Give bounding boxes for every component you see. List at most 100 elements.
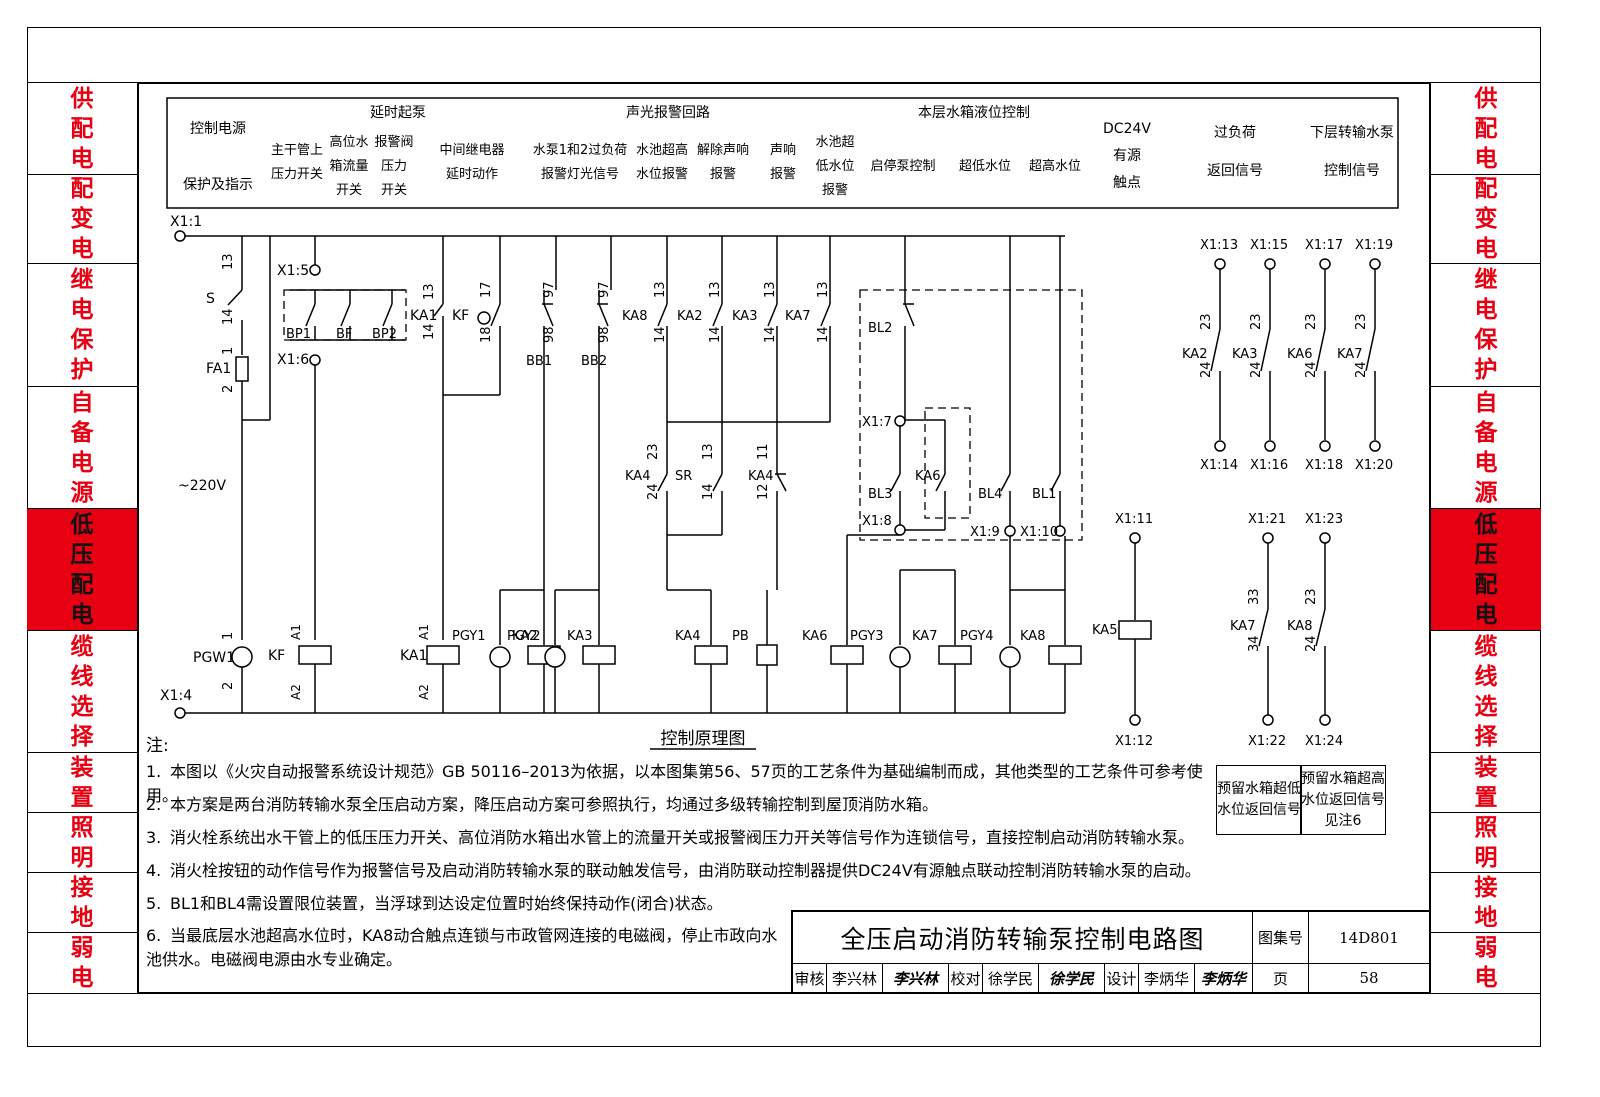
pgy2-label: PGY2: [507, 629, 540, 644]
left-tab-9[interactable]: 接地: [27, 872, 138, 932]
note-3: 3.消火栓系统出水干管上的低压压力开关、高位消防水箱出水管上的流量开关或报警阀压…: [146, 828, 1195, 847]
left-tab-2[interactable]: 配变电: [27, 174, 138, 263]
contact-kf-delay: [490, 303, 501, 327]
notes-title: 注:: [146, 736, 169, 756]
x1_4-label: X1:4: [160, 688, 192, 704]
terminal-x1-5: [309, 264, 321, 276]
switch-bf: [340, 303, 351, 327]
bp2-label: BP2: [372, 327, 397, 342]
right-tab-1[interactable]: 供配电: [1430, 82, 1541, 174]
checker-signature: 徐学民: [1039, 964, 1105, 992]
x1_15-label: X1:15: [1250, 238, 1288, 253]
left-tab-8[interactable]: 照明: [27, 812, 138, 872]
terminal-x1-8: [894, 524, 906, 536]
ka4-label: KA4: [748, 469, 773, 484]
ka4-label: KA4: [625, 469, 650, 484]
bp1-label: BP1: [286, 327, 311, 342]
contact-ka8: [657, 303, 668, 327]
lamp-pgw1: [231, 646, 253, 668]
x1_9-label: X1:9: [970, 525, 1000, 540]
left-tab-4[interactable]: 自备电源: [27, 386, 138, 508]
label: 24: [1249, 361, 1264, 378]
right-tab-2[interactable]: 配变电: [1430, 174, 1541, 263]
lamp-pgy4: [999, 646, 1021, 668]
contact-ka2-signal: [1210, 328, 1221, 372]
left-tab-7[interactable]: 装置: [27, 752, 138, 812]
header-col-9: 水池超: [815, 135, 854, 150]
ka8-label: KA8: [1287, 619, 1312, 634]
right-tab-7[interactable]: 装置: [1430, 752, 1541, 812]
label: 14: [653, 326, 668, 343]
header-col-3: 压力: [381, 159, 407, 174]
note-1: 1.本图以《火灾自动报警系统设计规范》GB 50116–2013为依据，以本图集…: [146, 762, 1203, 805]
lamp-pgy1: [489, 646, 511, 668]
bl3-label: BL3: [868, 487, 892, 502]
reviewer-name: 李兴林: [827, 964, 883, 992]
label: 13: [653, 281, 668, 298]
bl1-label: BL1: [1032, 487, 1056, 502]
drawing-title: 全压启动消防转输泵控制电路图: [793, 912, 1253, 964]
ka2-label: KA2: [512, 629, 537, 644]
designer-name: 李炳华: [1139, 964, 1195, 992]
right-tab-10[interactable]: 弱电: [1430, 932, 1541, 993]
header-dc24v-2: 有源: [1113, 148, 1141, 164]
header-col-7: 报警: [710, 166, 736, 182]
delay-symbol: [477, 311, 491, 325]
terminal-x1_15: [1264, 258, 1276, 270]
terminal-x1-11: [1129, 532, 1141, 544]
kf-label: KF: [452, 308, 469, 324]
terminal-x1_14: [1214, 440, 1226, 452]
header-col-5: 水泵1和2过负荷: [533, 143, 628, 158]
lamp-pgy3: [889, 646, 911, 668]
ka6-label: KA6: [915, 469, 940, 484]
drawing-frame: [137, 82, 1431, 994]
pgw1-label: PGW1: [193, 650, 235, 666]
bl2-label: BL2: [868, 321, 892, 336]
terminal-x1_18: [1319, 440, 1331, 452]
header-col-6: 水池超高: [636, 142, 688, 158]
a1-label: A1: [417, 624, 431, 640]
terminal-x1-9: [1004, 525, 1016, 537]
x1_18-label: X1:18: [1305, 458, 1343, 473]
right-tab-4[interactable]: 自备电源: [1430, 386, 1541, 508]
terminal-x1-6: [309, 354, 321, 366]
header-col-2: 箱流量: [329, 158, 368, 174]
coil-ka3: [582, 645, 616, 665]
label: 13: [816, 281, 831, 298]
terminal-x1_23: [1319, 532, 1331, 544]
right-tab-9[interactable]: 接地: [1430, 872, 1541, 932]
terminal-x1-7: [894, 415, 906, 427]
terminal-x1-10: [1054, 525, 1066, 537]
label: 13: [422, 283, 437, 300]
ka6-label: KA6: [1287, 347, 1312, 362]
contact-ka4-b: [776, 473, 787, 492]
ka8-label: KA8: [1020, 629, 1045, 644]
coil-ka7: [938, 645, 972, 665]
left-tab-5[interactable]: 低压配电: [27, 508, 138, 630]
pgy1-label: PGY1: [452, 629, 485, 644]
signature-row: 审核 李兴林 李兴林 校对 徐学民 徐学民 设计 李炳华 李炳华 页 58: [793, 964, 1429, 992]
contact-ka8-return: [1315, 608, 1326, 647]
header-col-10: 启停泵控制: [870, 158, 935, 174]
header-col-power-2: 保护及指示: [183, 177, 253, 193]
right-tab-8[interactable]: 照明: [1430, 812, 1541, 872]
ka7-label: KA7: [1230, 619, 1255, 634]
header-col-1: 主干管上: [271, 143, 323, 158]
x1_13-label: X1:13: [1200, 238, 1238, 253]
terminal-x1_16: [1264, 440, 1276, 452]
terminal-x1_13: [1214, 258, 1226, 270]
x1_10-label: X1:10: [1020, 525, 1058, 540]
right-tab-5[interactable]: 低压配电: [1430, 508, 1541, 630]
contact-ka6: [935, 473, 946, 492]
x1_19-label: X1:19: [1355, 238, 1393, 253]
right-tab-6[interactable]: 缆线选择: [1430, 630, 1541, 752]
atlas-label: 图集号: [1253, 912, 1309, 964]
right-tab-3[interactable]: 继电保护: [1430, 263, 1541, 386]
label: 14: [701, 483, 716, 500]
header-lower-2: 控制信号: [1324, 163, 1380, 179]
x1_5-label: X1:5: [277, 263, 309, 279]
ka6-box: [924, 407, 971, 519]
x1_8-label: X1:8: [862, 514, 892, 529]
x1_7-label: X1:7: [862, 415, 892, 430]
terminal-x1_17: [1319, 258, 1331, 270]
